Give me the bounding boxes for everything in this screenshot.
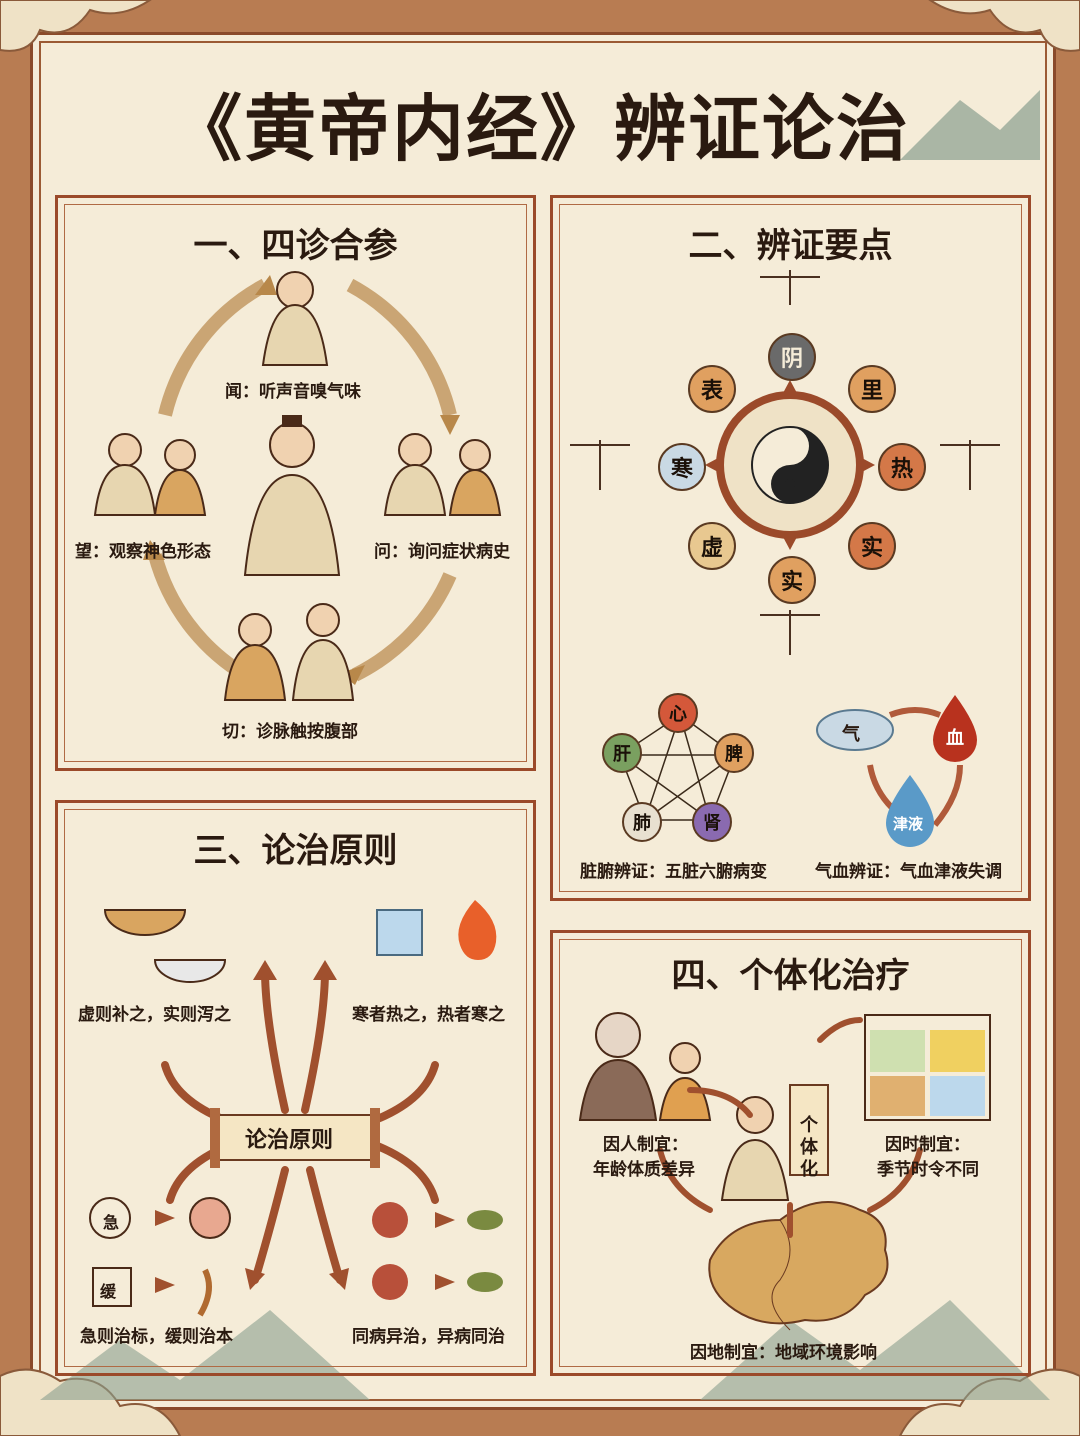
seasons-calendar-icon	[864, 1014, 991, 1121]
qi-label: 气	[842, 724, 860, 745]
elder-child-figures-icon	[578, 1012, 712, 1121]
individual-label: 个体化	[800, 1115, 818, 1180]
panel-individualized-treatment: 四、个体化治疗	[550, 930, 1031, 1376]
badge-liver: 肝	[602, 733, 642, 773]
ice-cube-icon	[376, 909, 423, 956]
label-pulse: 切：诊脉触按腹部	[222, 722, 358, 742]
principle-tl: 虚则补之，实则泻之	[78, 1005, 231, 1025]
doctor-figure-icon	[243, 415, 341, 576]
clock-label: 急	[103, 1213, 120, 1232]
principle-bl: 急则治标，缓则治本	[80, 1327, 233, 1347]
badge-yin: 阴	[768, 333, 816, 381]
ginseng-root-icon	[197, 1268, 212, 1317]
scroll-icon	[210, 1108, 380, 1168]
balance-scale-icon	[570, 270, 1000, 655]
fluid-drop-icon	[886, 775, 934, 847]
panel-treatment-principles: 三、论治原则	[55, 800, 536, 1376]
badge-kidney: 肾	[692, 802, 732, 842]
clock-icon	[89, 1197, 131, 1239]
section4-title: 四、个体化治疗	[671, 956, 910, 996]
scroll-icon	[789, 1084, 829, 1176]
rice-bowl-icon	[103, 909, 187, 936]
qi-cloud-icon	[816, 709, 894, 751]
badge-exterior: 表	[688, 365, 736, 413]
time-label-2: 季节时令不同	[877, 1160, 979, 1180]
badge-excess-right: 实	[848, 522, 896, 570]
label-observe: 望：观察神色形态	[75, 542, 211, 562]
fire-icon	[458, 900, 497, 960]
time-label-1: 因时制宜：	[885, 1135, 970, 1155]
individualized-treatment-diagram	[578, 1012, 991, 1331]
badge-heat: 热	[878, 443, 926, 491]
blood-label: 血	[946, 728, 964, 749]
four-diagnoses-cycle-diagram	[93, 271, 502, 701]
scroll-label: 论治原则	[245, 1128, 334, 1153]
label-ask: 问：询问症状病史	[374, 542, 510, 562]
place-label: 因地制宜：地域环境影响	[690, 1343, 877, 1363]
calendar-icon	[92, 1267, 132, 1307]
badge-excess-bottom: 实	[768, 556, 816, 604]
label-listen-smell: 闻：听声音嗅气味	[225, 382, 361, 402]
badge-lung: 肺	[622, 802, 662, 842]
section3-title: 三、论治原则	[193, 831, 398, 871]
yin-yang-icon	[751, 426, 829, 504]
panel-differentiation: 二、辨证要点	[550, 195, 1031, 901]
asking-figures-icon	[383, 433, 502, 516]
organ-caption: 脏腑辨证：五脏六腑病变	[580, 862, 767, 882]
badge-interior: 里	[848, 365, 896, 413]
brain-icon	[189, 1197, 231, 1239]
water-bowl-icon	[153, 959, 227, 983]
calendar-label: 缓	[100, 1282, 117, 1301]
person-label-2: 年龄体质差异	[593, 1160, 695, 1180]
listening-figure-icon	[261, 271, 329, 366]
panel-four-diagnoses: 一、四诊合参	[55, 195, 536, 771]
fluid-label: 津液	[893, 815, 924, 833]
section2-title: 二、辨证要点	[688, 226, 893, 266]
principle-tr: 寒者热之，热者寒之	[352, 1005, 505, 1025]
page-title: 《黄帝内经》辨证论治	[169, 86, 910, 171]
section1-title: 一、四诊合参	[193, 226, 398, 266]
person-label-1: 因人制宜：	[603, 1135, 688, 1155]
eight-principles-diagram	[570, 270, 1000, 847]
badge-cold: 寒	[658, 443, 706, 491]
herb-icon	[467, 1210, 503, 1292]
pulse-taking-figures-icon	[223, 603, 355, 701]
badge-spleen: 脾	[714, 733, 754, 773]
badge-heart: 心	[658, 693, 698, 733]
observing-figures-icon	[93, 433, 207, 516]
china-map-icon	[708, 1201, 889, 1331]
treatment-principles-diagram	[89, 900, 503, 1317]
doctor-figure-icon	[720, 1096, 790, 1201]
qixue-caption: 气血辨证：气血津液失调	[815, 862, 1002, 882]
badge-deficiency: 虚	[688, 522, 736, 570]
virus-icon	[372, 1202, 408, 1300]
principle-br: 同病异治，异病同治	[352, 1327, 505, 1347]
blood-drop-icon	[933, 695, 977, 762]
